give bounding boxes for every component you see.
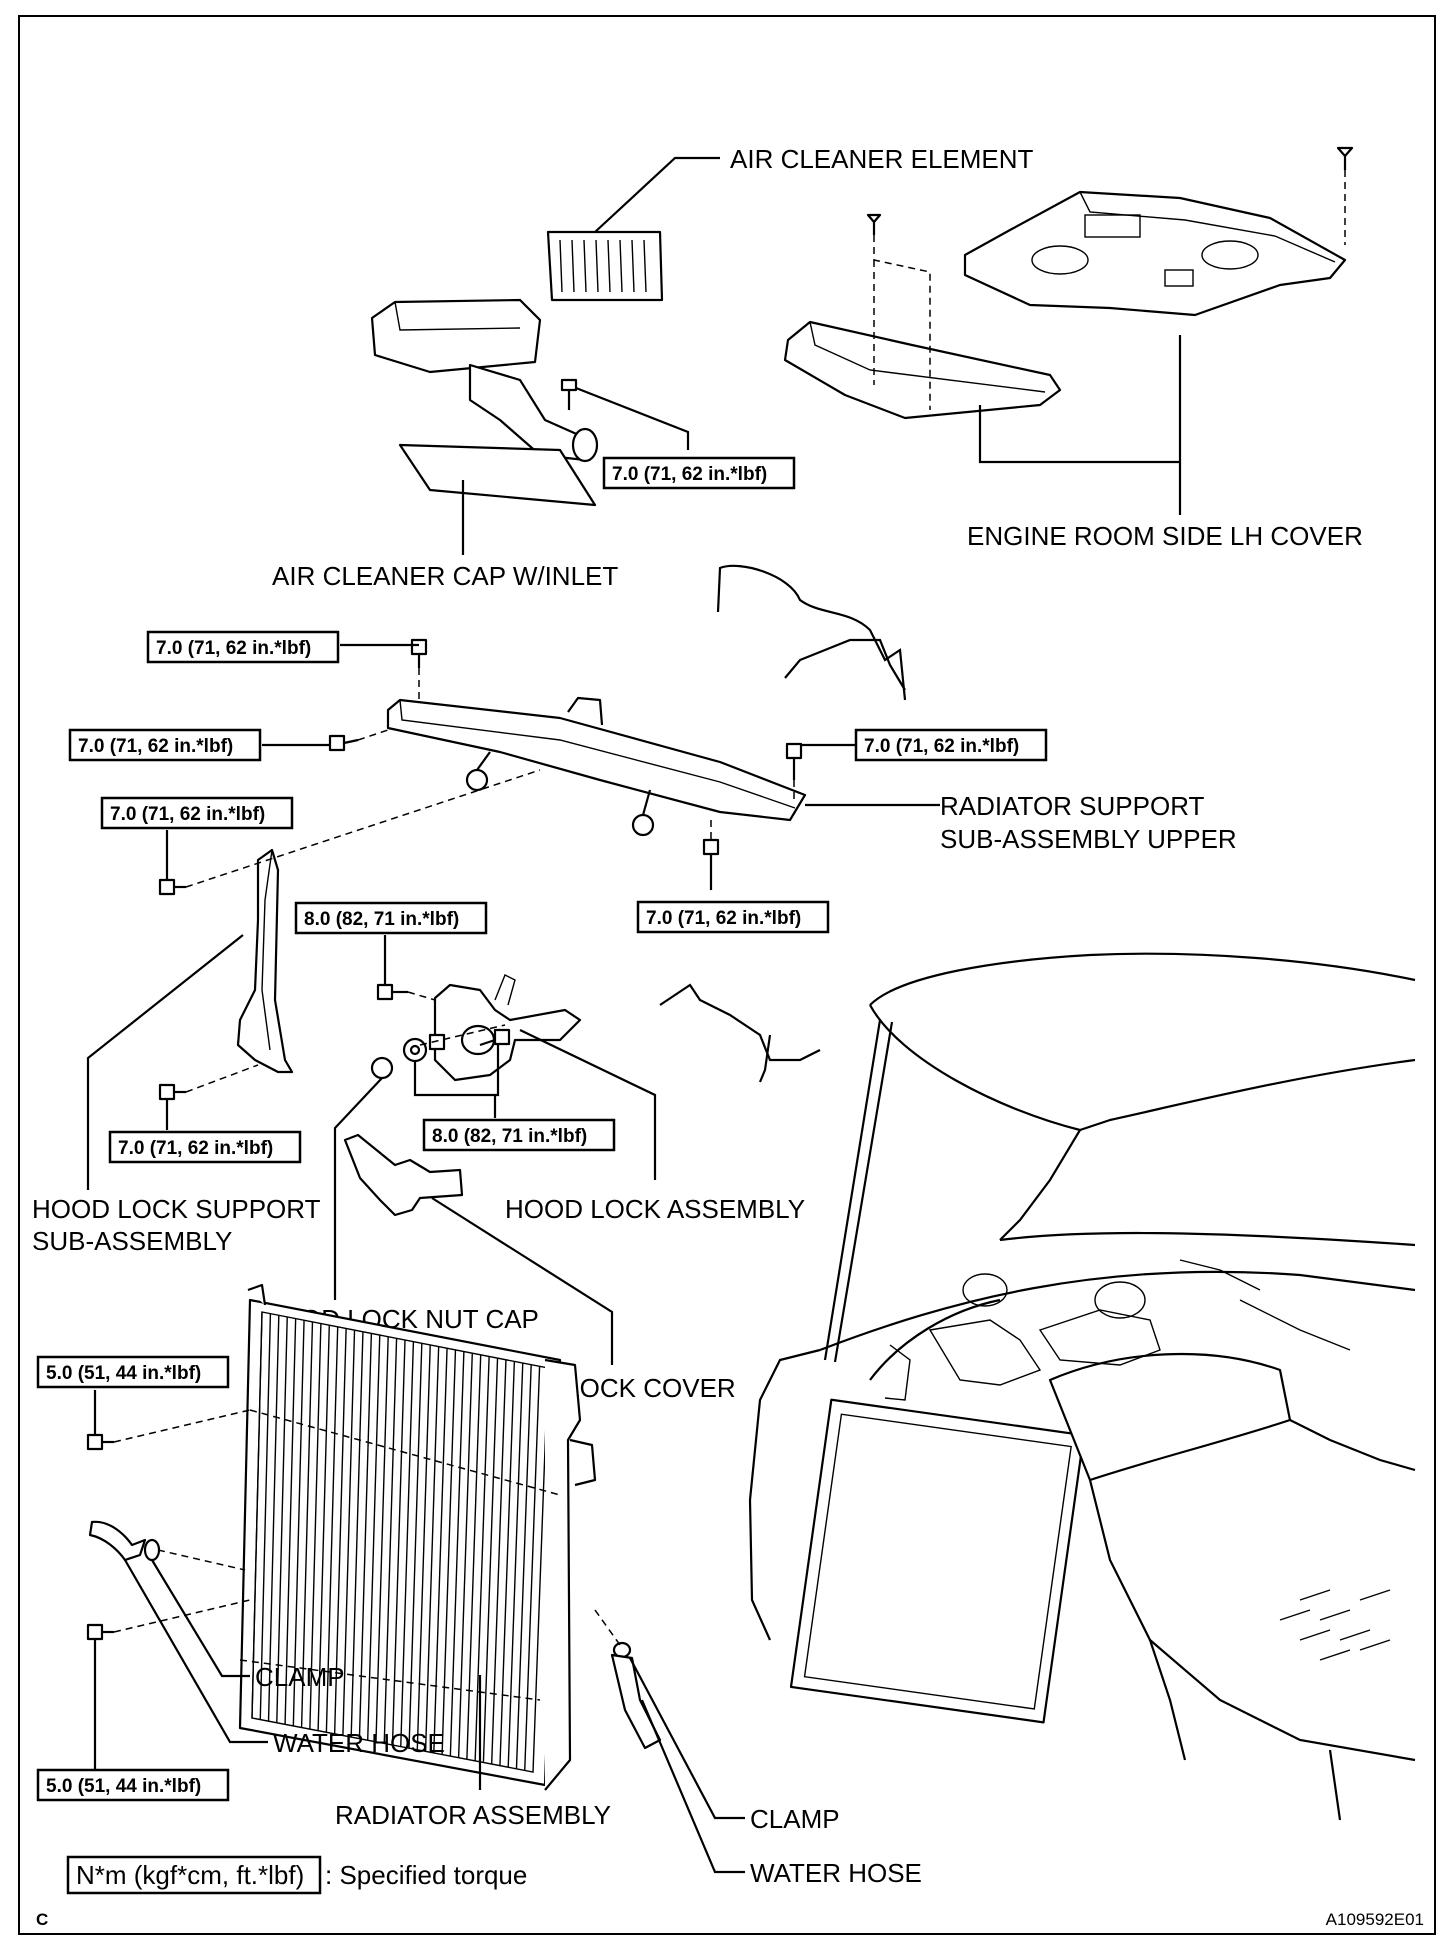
clamp-left-part	[143, 1538, 161, 1562]
engine-room-side-lh-cover-part	[783, 320, 1062, 420]
torque-rs-top-bolt: 7.0 (71, 62 in.*lbf)	[156, 638, 311, 659]
figure-id: A109592E01	[1326, 1910, 1424, 1929]
bolt-icon	[410, 638, 428, 668]
radiator-fin-line	[524, 1366, 541, 1771]
bolt-icon	[158, 1083, 186, 1101]
bolt-icon	[86, 1623, 114, 1641]
torque-air-cleaner-bolt: 7.0 (71, 62 in.*lbf)	[612, 464, 767, 485]
radiator-fin-line	[350, 1331, 364, 1738]
bolt-icon	[158, 878, 186, 896]
torque-hls-top-bolt: 7.0 (71, 62 in.*lbf)	[110, 804, 265, 825]
label-water-hose-left: WATER HOSE	[273, 1728, 445, 1758]
water-hose-left-part	[88, 1520, 147, 1562]
nut-icon	[402, 1037, 428, 1063]
radiator-support-upper-part	[386, 696, 807, 837]
radiator-fin-line	[267, 1315, 280, 1722]
radiator-fin-line	[367, 1335, 381, 1741]
radiator-fin-line	[424, 1346, 440, 1752]
radiator-fin-line	[507, 1363, 524, 1768]
torque-hood-lock-bottom-bolts: 8.0 (82, 71 in.*lbf)	[432, 1126, 587, 1147]
torque-hood-lock-top-bolt: 8.0 (82, 71 in.*lbf)	[304, 909, 459, 930]
bolt-icon	[328, 734, 359, 752]
label-hood-lock-support-line1: HOOD LOCK SUPPORT	[32, 1194, 321, 1224]
radiator-assembly-part	[238, 1283, 597, 1791]
clip-icon	[866, 146, 1354, 235]
label-radiator-assembly: RADIATOR ASSEMBLY	[335, 1800, 611, 1830]
radiator-fin-line	[325, 1326, 339, 1733]
radiator-fin-line	[300, 1321, 314, 1728]
radiator-fin-line	[375, 1336, 389, 1742]
torque-rs-bottom-bolt: 7.0 (71, 62 in.*lbf)	[646, 908, 801, 929]
bolt-icon	[376, 983, 408, 1001]
corner-code: C	[36, 1910, 48, 1929]
label-clamp-right: CLAMP	[750, 1804, 840, 1834]
radiator-fin-line	[449, 1351, 465, 1757]
radiator-fin-line	[358, 1333, 373, 1739]
torque-rs-right-bolt: 7.0 (71, 62 in.*lbf)	[864, 736, 1019, 757]
hood-lock-assembly-part	[433, 974, 582, 1082]
vehicle-front-illustration	[748, 952, 1416, 1821]
hood-lock-support-part	[236, 848, 294, 1074]
radiator-fin-line	[383, 1338, 398, 1744]
wire-harness-upper	[716, 564, 907, 701]
radiator-fin-line	[499, 1361, 516, 1766]
radiator-fin-line	[474, 1356, 490, 1761]
wire-harness-lower	[659, 983, 821, 1062]
radiator-fin-line	[482, 1358, 499, 1763]
diagram-frame	[18, 15, 1436, 1935]
radiator-fin-line	[416, 1344, 431, 1750]
label-radiator-support-line1: RADIATOR SUPPORT	[940, 791, 1204, 821]
engine-cover-part	[963, 190, 1347, 317]
bolt-icon	[428, 1028, 511, 1051]
radiator-fin-line	[251, 1311, 263, 1719]
radiator-fin-line	[515, 1364, 532, 1769]
radiator-fin-line	[400, 1341, 415, 1747]
radiator-fin-line	[342, 1330, 356, 1736]
radiator-fin-line	[309, 1323, 322, 1730]
torque-rs-left-bolt: 7.0 (71, 62 in.*lbf)	[78, 736, 233, 757]
hood-lock-nut-cap-part	[370, 1056, 394, 1080]
hood-lock-cover-part	[343, 1133, 464, 1217]
radiator-fin-line	[317, 1325, 330, 1731]
radiator-fin-line	[457, 1353, 473, 1758]
torque-hls-bottom-bolt: 7.0 (71, 62 in.*lbf)	[118, 1138, 273, 1159]
label-engine-room-side-lh-cover: ENGINE ROOM SIDE LH COVER	[967, 521, 1363, 551]
air-cleaner-cap-part	[370, 298, 599, 507]
radiator-fin-line	[333, 1328, 347, 1734]
radiator-fin-line	[408, 1343, 423, 1749]
radiator-fin-line	[259, 1313, 272, 1720]
radiator-fin-line	[276, 1316, 288, 1723]
radiator-fin-line	[292, 1320, 305, 1726]
label-air-cleaner-element: AIR CLEANER ELEMENT	[730, 144, 1034, 174]
label-clamp-left: CLAMP	[255, 1662, 345, 1692]
radiator-fin-line	[466, 1354, 482, 1760]
label-hood-lock-assembly: HOOD LOCK ASSEMBLY	[505, 1194, 805, 1224]
radiator-fin-line	[284, 1318, 297, 1725]
label-air-cleaner-cap-w-inlet: AIR CLEANER CAP W/INLET	[272, 561, 618, 591]
radiator-fin-line	[490, 1359, 507, 1765]
legend-unit-box: N*m (kgf*cm, ft.*lbf)	[76, 1860, 304, 1890]
bolt-icon	[702, 838, 720, 890]
torque-radiator-bottom-bolt: 5.0 (51, 44 in.*lbf)	[46, 1776, 201, 1797]
legend-description: : Specified torque	[325, 1860, 527, 1890]
bolt-icon	[785, 742, 803, 780]
air-cleaner-bolt-icon	[560, 378, 578, 410]
torque-radiator-top-bolt: 5.0 (51, 44 in.*lbf)	[46, 1363, 201, 1384]
label-water-hose-right: WATER HOSE	[750, 1858, 922, 1888]
label-radiator-support-line2: SUB-ASSEMBLY UPPER	[940, 824, 1237, 854]
bolt-icon	[86, 1433, 114, 1451]
label-hood-lock-support-line2: SUB-ASSEMBLY	[32, 1226, 232, 1256]
air-cleaner-element-part	[546, 230, 664, 302]
radiator-fin-line	[391, 1339, 406, 1746]
